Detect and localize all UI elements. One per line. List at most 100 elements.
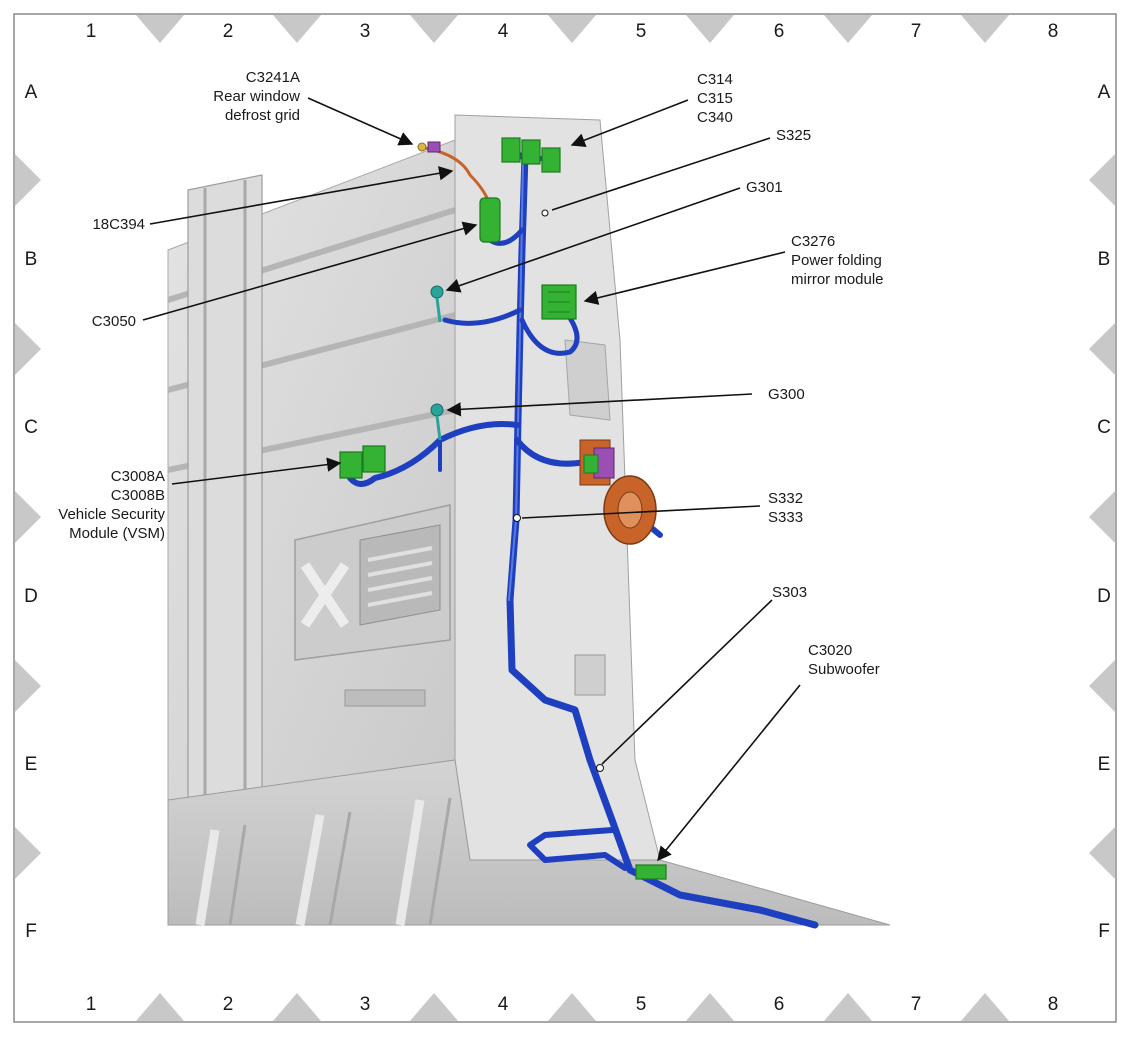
floor-rib	[195, 799, 425, 926]
callout-c3241a: C3241A Rear window defrost grid	[213, 69, 300, 124]
leader-lines	[142, 97, 801, 862]
callout-line: C3008B	[111, 487, 165, 504]
vent-slats	[367, 546, 433, 607]
callout-18c394: 18C394	[92, 216, 145, 233]
grid-column-labels-top: 1 2 3 4 5 6 7 8	[86, 21, 1059, 42]
grid-marker-bottom	[548, 993, 596, 1021]
grid-marker-left	[15, 323, 41, 375]
splice-s303	[596, 764, 604, 772]
window-opening	[564, 339, 611, 421]
grid-col-label: 2	[223, 21, 234, 42]
vehicle-body-illustration	[167, 114, 891, 926]
side-module	[579, 439, 615, 486]
grid-row-label: B	[25, 249, 38, 270]
grid-col-label: 4	[498, 994, 509, 1015]
grid-markers	[15, 15, 1115, 1021]
harness-loop-floor	[527, 827, 628, 871]
callout-c3008: C3008A C3008B Vehicle Security Module (V…	[58, 468, 165, 542]
connector-c314-c315-c340	[501, 137, 561, 173]
leader-c3050	[142, 221, 478, 321]
grid-col-label: 7	[911, 21, 922, 42]
leader-s332	[521, 505, 761, 519]
grid-col-label: 3	[360, 994, 371, 1015]
grid-row-label: A	[1098, 82, 1111, 103]
callout-line: Module (VSM)	[69, 525, 165, 542]
leader-c3276	[583, 251, 786, 305]
grid-marker-right	[1089, 660, 1115, 712]
callout-line: Power folding	[791, 252, 882, 269]
grid-col-label: 6	[774, 21, 785, 42]
grid-marker-left	[15, 154, 41, 206]
grid-marker-top	[824, 15, 872, 43]
callout-s332-s333: S332 S333	[768, 490, 803, 526]
grid-marker-bottom	[824, 993, 872, 1021]
splice-s332-s333	[513, 514, 521, 522]
callout-g300: G300	[768, 386, 805, 403]
callout-line: C314	[697, 71, 733, 88]
grid-marker-bottom	[961, 993, 1009, 1021]
grid-column-labels-bottom: 1 2 3 4 5 6 7 8	[86, 994, 1059, 1015]
connector-c3276	[541, 284, 577, 320]
left-pillar	[187, 174, 263, 816]
grid-col-label: 1	[86, 994, 97, 1015]
panel-cutout	[574, 654, 606, 696]
grid-row-labels-left: A B C D E F	[24, 82, 38, 942]
leader-c3241a	[307, 97, 414, 146]
defrost-terminal	[417, 141, 441, 153]
panel-cutout	[344, 689, 426, 707]
components	[339, 137, 667, 880]
connector-c3008a-c3008b	[339, 445, 386, 479]
connector-c3050	[479, 197, 501, 243]
callout-line: C3020	[808, 642, 852, 659]
wiring-harness	[347, 146, 819, 929]
callout-s325: S325	[776, 127, 811, 144]
connector-c3020	[635, 864, 667, 880]
grid-marker-left	[15, 491, 41, 543]
callout-c3020: C3020 Subwoofer	[808, 642, 880, 678]
harness-grommet	[603, 475, 657, 545]
grid-marker-top	[273, 15, 321, 43]
grid-col-label: 8	[1048, 994, 1059, 1015]
grid-marker-right	[1089, 827, 1115, 879]
defrost-lead-wire	[424, 146, 492, 206]
callout-line: defrost grid	[225, 107, 300, 124]
splice-s325	[541, 209, 549, 217]
diagram-border	[13, 13, 1117, 1023]
grid-col-label: 2	[223, 994, 234, 1015]
leader-g301	[445, 187, 741, 293]
callout-line: S332	[768, 490, 803, 507]
grid-col-label: 5	[636, 994, 647, 1015]
leader-18c394	[149, 166, 454, 225]
grid-marker-bottom	[136, 993, 184, 1021]
embossed-x	[300, 562, 350, 628]
grid-row-label: C	[24, 417, 38, 438]
leader-c3020	[657, 684, 801, 862]
callout-g301: G301	[746, 179, 783, 196]
grid-row-label: F	[25, 921, 37, 942]
grid-row-labels-right: A B C D E F	[1097, 82, 1111, 942]
grid-marker-bottom	[410, 993, 458, 1021]
grid-row-label: D	[24, 586, 38, 607]
grid-marker-right	[1089, 154, 1115, 206]
leader-c314	[570, 99, 689, 148]
leader-c3008	[171, 457, 342, 485]
grid-marker-left	[15, 827, 41, 879]
grid-col-label: 7	[911, 994, 922, 1015]
harness-branch-side	[514, 437, 588, 467]
callout-c314: C314 C315 C340	[697, 71, 733, 126]
callout-line: C315	[697, 90, 733, 107]
leader-s325	[551, 137, 771, 211]
leader-s303	[601, 599, 773, 765]
harness-branch-c3008	[347, 421, 520, 487]
ground-g300	[430, 403, 444, 441]
grid-marker-bottom	[273, 993, 321, 1021]
callout-line: Rear window	[213, 88, 300, 105]
grid-col-label: 6	[774, 994, 785, 1015]
grid-col-label: 4	[498, 21, 509, 42]
grid-row-label: B	[1098, 249, 1111, 270]
grid-marker-top	[961, 15, 1009, 43]
callout-line: C3276	[791, 233, 835, 250]
ground-g301	[430, 285, 444, 323]
callout-c3050: C3050	[92, 313, 136, 330]
